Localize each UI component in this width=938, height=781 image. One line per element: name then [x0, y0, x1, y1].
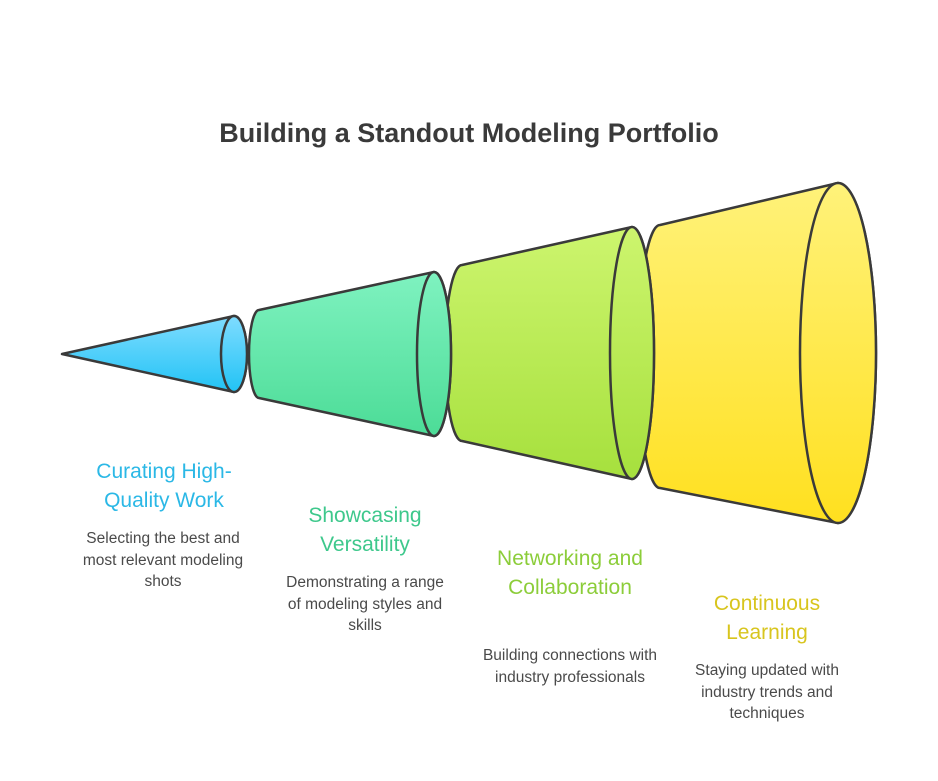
stage-heading-learning: Continuous Learning	[713, 592, 821, 644]
cone-segment-continuous-learning	[636, 181, 878, 525]
stage-description-curating: Selecting the best and most relevant mod…	[82, 530, 244, 590]
cone-segment-curating	[60, 314, 249, 394]
cone-segment-networking	[443, 225, 656, 481]
stage-description-versatility: Demonstrating a range of modeling styles…	[286, 574, 444, 634]
stage-description-networking: Building connections with industry profe…	[482, 647, 658, 686]
stage-heading-versatility: Showcasing Versatility	[308, 504, 422, 556]
stage-heading-curating: Curating High-Quality Work	[96, 460, 232, 512]
page-title: Building a Standout Modeling Portfolio	[219, 118, 719, 148]
stage-description-learning: Staying updated with industry trends and…	[695, 662, 839, 722]
stage-heading-networking: Networking and Collaboration	[497, 547, 643, 599]
cone-segment-versatility	[247, 270, 453, 438]
